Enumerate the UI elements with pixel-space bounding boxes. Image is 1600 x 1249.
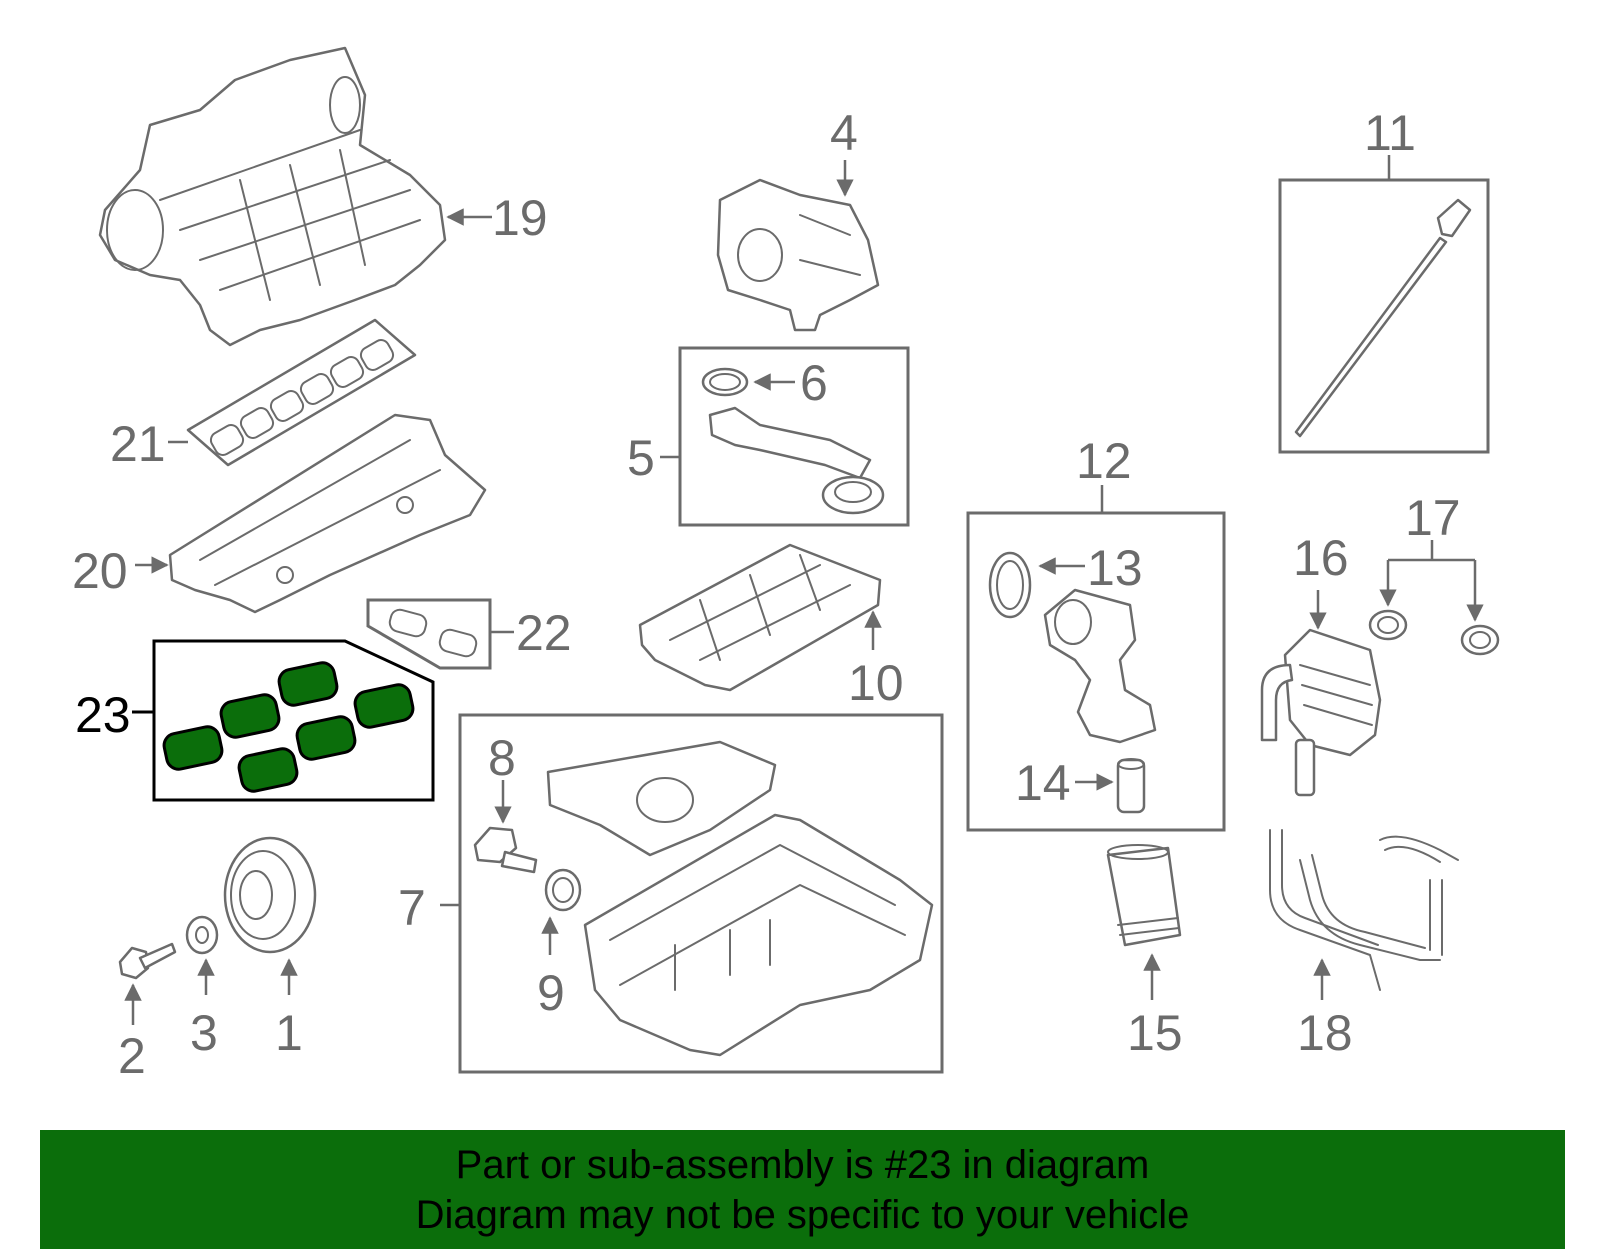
box-part-11: [1278, 178, 1490, 454]
callout-15[interactable]: 15: [1127, 1005, 1183, 1061]
box-part-12: [966, 511, 1226, 832]
drain-plug-part-8[interactable]: [473, 826, 538, 874]
cooler-hoses-part-18[interactable]: [1269, 829, 1459, 991]
box-part-22: [366, 598, 492, 670]
intake-manifold-part-19[interactable]: [98, 46, 447, 347]
banner-line-1: Part or sub-assembly is #23 in diagram: [455, 1143, 1150, 1187]
callout-20[interactable]: 20: [72, 543, 128, 599]
windage-tray-part-10[interactable]: [638, 543, 882, 692]
callout-16[interactable]: 16: [1293, 530, 1349, 586]
box-part-7: [458, 713, 944, 1074]
callout-17[interactable]: 17: [1405, 490, 1461, 546]
callout-5[interactable]: 5: [627, 430, 655, 486]
clamp-part-17a[interactable]: [1368, 609, 1408, 641]
callout-22[interactable]: 22: [516, 605, 572, 661]
filter-adapter-part-12[interactable]: [1043, 588, 1157, 744]
intake-gasket-part-23-highlighted[interactable]: [162, 661, 415, 794]
callout-1[interactable]: 1: [275, 1005, 303, 1061]
callout-19[interactable]: 19: [492, 190, 548, 246]
oil-pump-part-4[interactable]: [716, 178, 880, 332]
oil-filter-part-15[interactable]: [1106, 844, 1182, 947]
callout-10[interactable]: 10: [848, 655, 904, 711]
clamp-part-17b[interactable]: [1460, 624, 1500, 656]
callout-23[interactable]: 23: [75, 687, 131, 743]
bolt-part-2[interactable]: [118, 942, 177, 980]
rear-cover-part-7a[interactable]: [546, 740, 777, 857]
drain-washer-part-9[interactable]: [544, 868, 582, 912]
box-part-23: [152, 639, 435, 802]
callout-2[interactable]: 2: [118, 1028, 146, 1084]
leader-17: [1388, 540, 1475, 562]
connector-part-14[interactable]: [1116, 758, 1146, 814]
washer-part-3[interactable]: [185, 915, 219, 955]
gasket-part-22[interactable]: [388, 608, 478, 659]
callout-12[interactable]: 12: [1076, 433, 1132, 489]
oring-part-6[interactable]: [701, 367, 749, 397]
callout-11[interactable]: 11: [1364, 105, 1416, 161]
dipstick-part-11[interactable]: [1294, 198, 1472, 438]
oil-cooler-part-16[interactable]: [1260, 628, 1382, 797]
oil-pickup-tube-part-5[interactable]: [708, 406, 885, 515]
callout-7[interactable]: 7: [398, 880, 426, 936]
callout-21[interactable]: 21: [110, 416, 166, 472]
callout-8[interactable]: 8: [488, 730, 516, 786]
callout-18[interactable]: 18: [1297, 1005, 1353, 1061]
lower-manifold-part-20[interactable]: [168, 413, 487, 614]
callout-6[interactable]: 6: [800, 355, 828, 411]
callout-4[interactable]: 4: [830, 105, 858, 161]
seal-ring-part-13[interactable]: [988, 551, 1032, 619]
notice-banner: Part or sub-assembly is #23 in diagram D…: [40, 1130, 1565, 1249]
oil-pan-part-7[interactable]: [583, 813, 934, 1057]
callout-13[interactable]: 13: [1087, 540, 1143, 596]
intake-gasket-part-21[interactable]: [186, 318, 417, 467]
callout-14[interactable]: 14: [1015, 755, 1071, 811]
box-part-5: [678, 346, 910, 527]
callout-3[interactable]: 3: [190, 1005, 218, 1061]
crank-pulley-part-1[interactable]: [223, 836, 317, 954]
banner-line-2: Diagram may not be specific to your vehi…: [415, 1193, 1190, 1237]
callout-9[interactable]: 9: [537, 965, 565, 1021]
